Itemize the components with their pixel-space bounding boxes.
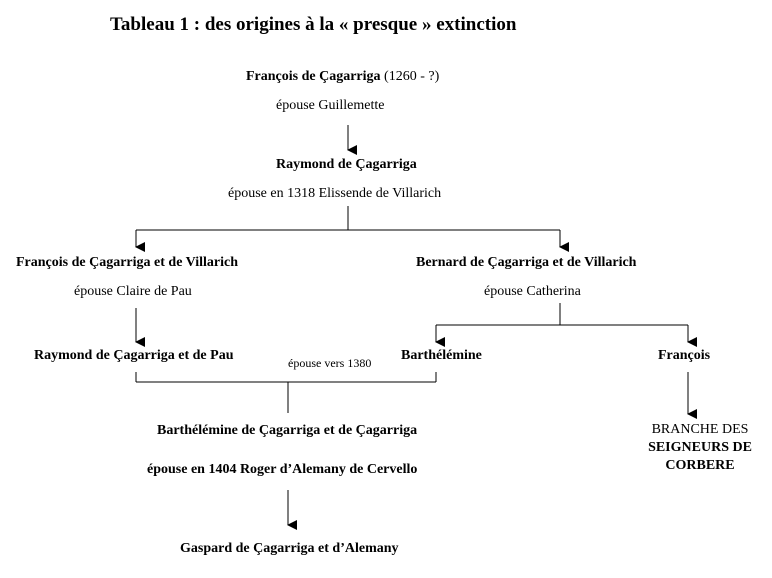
person-dates: (1260 - ?) [384,69,440,84]
person-barthelemine-1: Barthélémine [401,348,482,363]
spouse-claire: épouse Claire de Pau [74,284,192,299]
branch-line-3: CORBERE [665,458,735,473]
person-francois-1: François de Çagarriga (1260 - ?) [246,69,439,85]
branch-line-2: SEIGNEURS DE [648,440,752,455]
diagram-title: Tableau 1 : des origines à la « presque … [110,14,517,35]
person-francois-3: François [658,348,711,363]
person-barthelemine-2: Barthélémine de Çagarriga et de Çagarrig… [157,423,418,438]
marriage-label: épouse vers 1380 [288,356,372,370]
person-gaspard: Gaspard de Çagarriga et d’Alemany [180,541,399,556]
person-bernard: Bernard de Çagarriga et de Villarich [416,255,637,270]
branch-line-1: BRANCHE DES [651,422,749,437]
spouse-elissende: épouse en 1318 Elissende de Villarich [228,186,442,201]
branch-label: BRANCHE DES SEIGNEURS DE CORBERE [630,421,770,475]
person-raymond-1: Raymond de Çagarriga [276,157,417,172]
person-raymond-2: Raymond de Çagarriga et de Pau [34,348,234,363]
spouse-catherina: épouse Catherina [484,284,581,299]
person-francois-2: François de Çagarriga et de Villarich [16,255,239,270]
spouse-roger: épouse en 1404 Roger d’Alemany de Cervel… [147,462,418,477]
spouse-guillemette: épouse Guillemette [276,98,385,113]
person-name: François de Çagarriga [246,69,381,84]
